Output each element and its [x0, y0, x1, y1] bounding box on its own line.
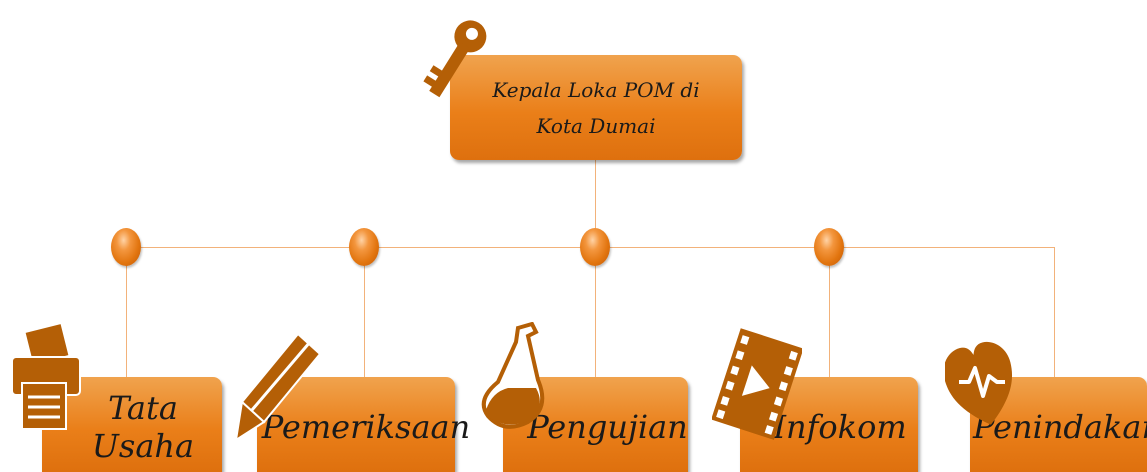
junction-node — [111, 228, 141, 266]
unit-label-pemeriksaan: Pemeriksaan — [261, 407, 471, 446]
head-box: Kepala Loka POM di Kota Dumai — [450, 55, 742, 160]
junction-node — [580, 228, 610, 266]
unit-label-infokom: Infokom — [773, 407, 907, 446]
unit-label-tata-usaha: Tata Usaha — [91, 388, 195, 465]
head-label: Kepala Loka POM di Kota Dumai — [492, 77, 700, 138]
unit-label-pengujian: Pengujian — [527, 407, 688, 446]
junction-node — [814, 228, 844, 266]
unit-label-penindakan: Penindakan — [972, 407, 1147, 446]
head-connector-line — [595, 160, 596, 245]
flask-icon — [481, 322, 545, 429]
pencil-icon — [234, 332, 322, 443]
junction-node — [349, 228, 379, 266]
connector-pengujian — [595, 247, 596, 377]
connector-infokom — [829, 247, 830, 377]
connector-pemeriksaan — [364, 247, 365, 377]
connector-penindakan — [1054, 247, 1055, 377]
film-icon — [712, 328, 802, 440]
heart-pulse-icon — [945, 341, 1012, 425]
unit-box-pemeriksaan: Pemeriksaan — [257, 377, 470, 472]
connector-tata-usaha — [126, 247, 127, 377]
key-icon — [423, 20, 487, 98]
printer-icon — [11, 323, 81, 430]
